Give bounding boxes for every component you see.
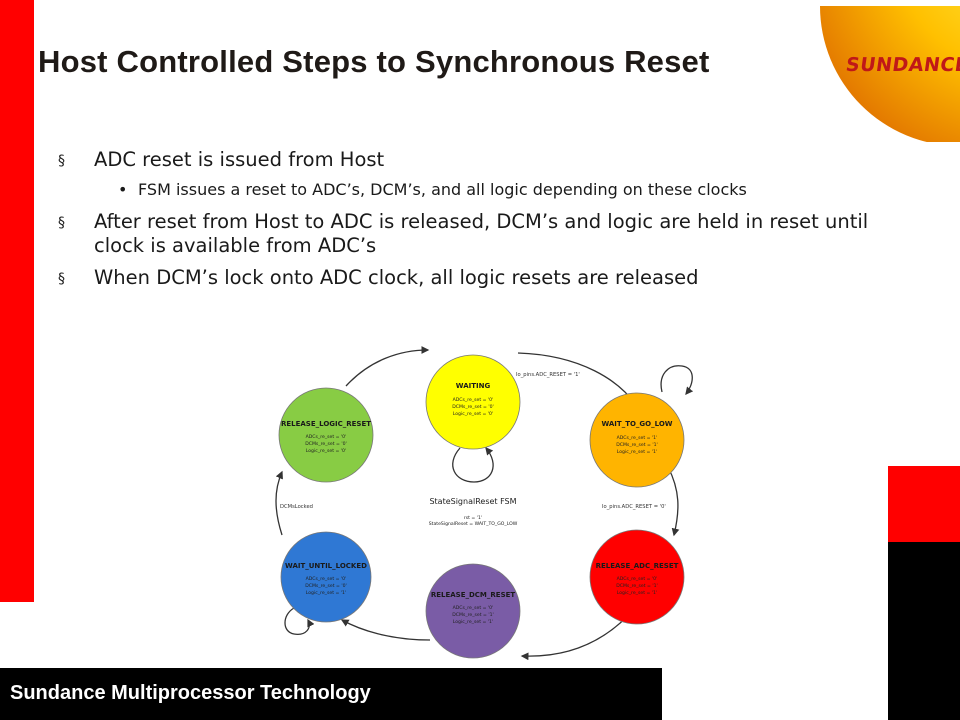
fsm-init-line: StateSignalReset = WAIT_TO_GO_LOW [429, 521, 518, 527]
fsm-title: StateSignalReset FSM [429, 497, 516, 506]
svg-text:Logic_re_set = '1': Logic_re_set = '1' [453, 619, 493, 625]
bullet-text: After reset from Host to ADC is released… [94, 210, 869, 257]
svg-text:WAIT_UNTIL_LOCKED: WAIT_UNTIL_LOCKED [285, 562, 367, 570]
state-wait-until-locked: WAIT_UNTIL_LOCKED ADCs_re_set = '0' DCMs… [280, 531, 372, 623]
bullet-item: § ADC reset is issued from Host [58, 148, 898, 172]
svg-text:ADCs_re_set = '0': ADCs_re_set = '0' [306, 576, 347, 582]
sub-bullet-item: • FSM issues a reset to ADC’s, DCM’s, an… [118, 180, 878, 200]
svg-text:DCMs_re_set = '0': DCMs_re_set = '0' [305, 441, 347, 447]
bullet-list: § ADC reset is issued from Host • FSM is… [58, 148, 898, 298]
svg-text:Logic_re_set = '1': Logic_re_set = '1' [617, 590, 657, 596]
state-release-adc-reset: RELEASE_ADC_RESET ADCs_re_set = '0' DCMs… [589, 529, 685, 625]
fsm-diagram: WAITING ADCs_re_set = '0' DCMs_re_set = … [260, 340, 710, 670]
bullet-marker: § [58, 271, 65, 287]
svg-text:DCMs_re_set = '1': DCMs_re_set = '1' [452, 612, 494, 618]
left-accent-bar [0, 0, 34, 602]
svg-text:Logic_re_set = '0': Logic_re_set = '0' [306, 448, 346, 454]
transition-label: Io_pins.ADC_RESET = '1' [516, 372, 580, 378]
sub-bullet-text: FSM issues a reset to ADC’s, DCM’s, and … [138, 180, 747, 199]
bullet-item: § After reset from Host to ADC is releas… [58, 210, 898, 258]
svg-text:DCMs_re_set = '1': DCMs_re_set = '1' [616, 583, 658, 589]
self-loop-wait-to-go-low [660, 365, 694, 396]
transition-release-logic-to-waiting [345, 346, 430, 387]
transition-label: DCMsLocked [280, 504, 313, 510]
svg-text:Logic_re_set = '1': Logic_re_set = '1' [306, 590, 346, 596]
transition-wait-until-locked-to-release-logic [275, 470, 283, 536]
transition-release-dcm-to-wait-until-locked [340, 619, 431, 641]
footer-bar: Sundance Multiprocessor Technology [0, 668, 662, 720]
svg-text:RELEASE_LOGIC_RESET: RELEASE_LOGIC_RESET [281, 420, 371, 428]
svg-text:ADCs_re_set = '0': ADCs_re_set = '0' [617, 576, 658, 582]
state-waiting: WAITING ADCs_re_set = '0' DCMs_re_set = … [425, 354, 521, 450]
state-release-logic-reset: RELEASE_LOGIC_RESET ADCs_re_set = '0' DC… [278, 387, 374, 483]
right-red-block [888, 466, 960, 542]
svg-text:WAITING: WAITING [456, 382, 491, 390]
fsm-init-line: rst = '1' [464, 515, 482, 521]
svg-text:ADCs_re_set = '0': ADCs_re_set = '0' [453, 397, 494, 403]
bullet-text: When DCM’s lock onto ADC clock, all logi… [94, 266, 699, 289]
svg-text:DCMs_re_set = '0': DCMs_re_set = '0' [452, 404, 494, 410]
svg-text:DCMs_re_set = '0': DCMs_re_set = '0' [305, 583, 347, 589]
svg-text:Logic_re_set = '1': Logic_re_set = '1' [617, 449, 657, 455]
logo-text: SUNDANCE [844, 54, 960, 76]
bullet-marker: § [58, 215, 65, 231]
svg-text:ADCs_re_set = '0': ADCs_re_set = '0' [453, 605, 494, 611]
transition-wait-to-go-low-to-release-adc [667, 466, 680, 537]
bullet-text: ADC reset is issued from Host [94, 148, 385, 171]
svg-text:ADCs_re_set = '1': ADCs_re_set = '1' [617, 435, 658, 441]
page-title: Host Controlled Steps to Synchronous Res… [38, 44, 710, 79]
svg-text:WAIT_TO_GO_LOW: WAIT_TO_GO_LOW [601, 420, 672, 428]
svg-text:RELEASE_ADC_RESET: RELEASE_ADC_RESET [596, 562, 679, 570]
footer-text: Sundance Multiprocessor Technology [10, 682, 371, 704]
bullet-marker: § [58, 153, 65, 169]
self-loop-wait-until-locked [284, 607, 315, 635]
state-wait-to-go-low: WAIT_TO_GO_LOW ADCs_re_set = '1' DCMs_re… [589, 392, 685, 488]
svg-text:ADCs_re_set = '0': ADCs_re_set = '0' [306, 434, 347, 440]
sundance-logo: SUNDANCE [812, 6, 960, 142]
svg-text:DCMs_re_set = '1': DCMs_re_set = '1' [616, 442, 658, 448]
transition-label: Io_pins.ADC_RESET = '0' [602, 504, 666, 510]
sub-bullet-marker: • [118, 180, 128, 199]
svg-text:RELEASE_DCM_RESET: RELEASE_DCM_RESET [431, 591, 516, 599]
self-loop-waiting [452, 446, 494, 483]
bullet-item: § When DCM’s lock onto ADC clock, all lo… [58, 266, 898, 290]
state-release-dcm-reset: RELEASE_DCM_RESET ADCs_re_set = '0' DCMs… [425, 563, 521, 659]
right-black-block [888, 542, 960, 720]
svg-text:Logic_re_set = '0': Logic_re_set = '0' [453, 411, 493, 417]
